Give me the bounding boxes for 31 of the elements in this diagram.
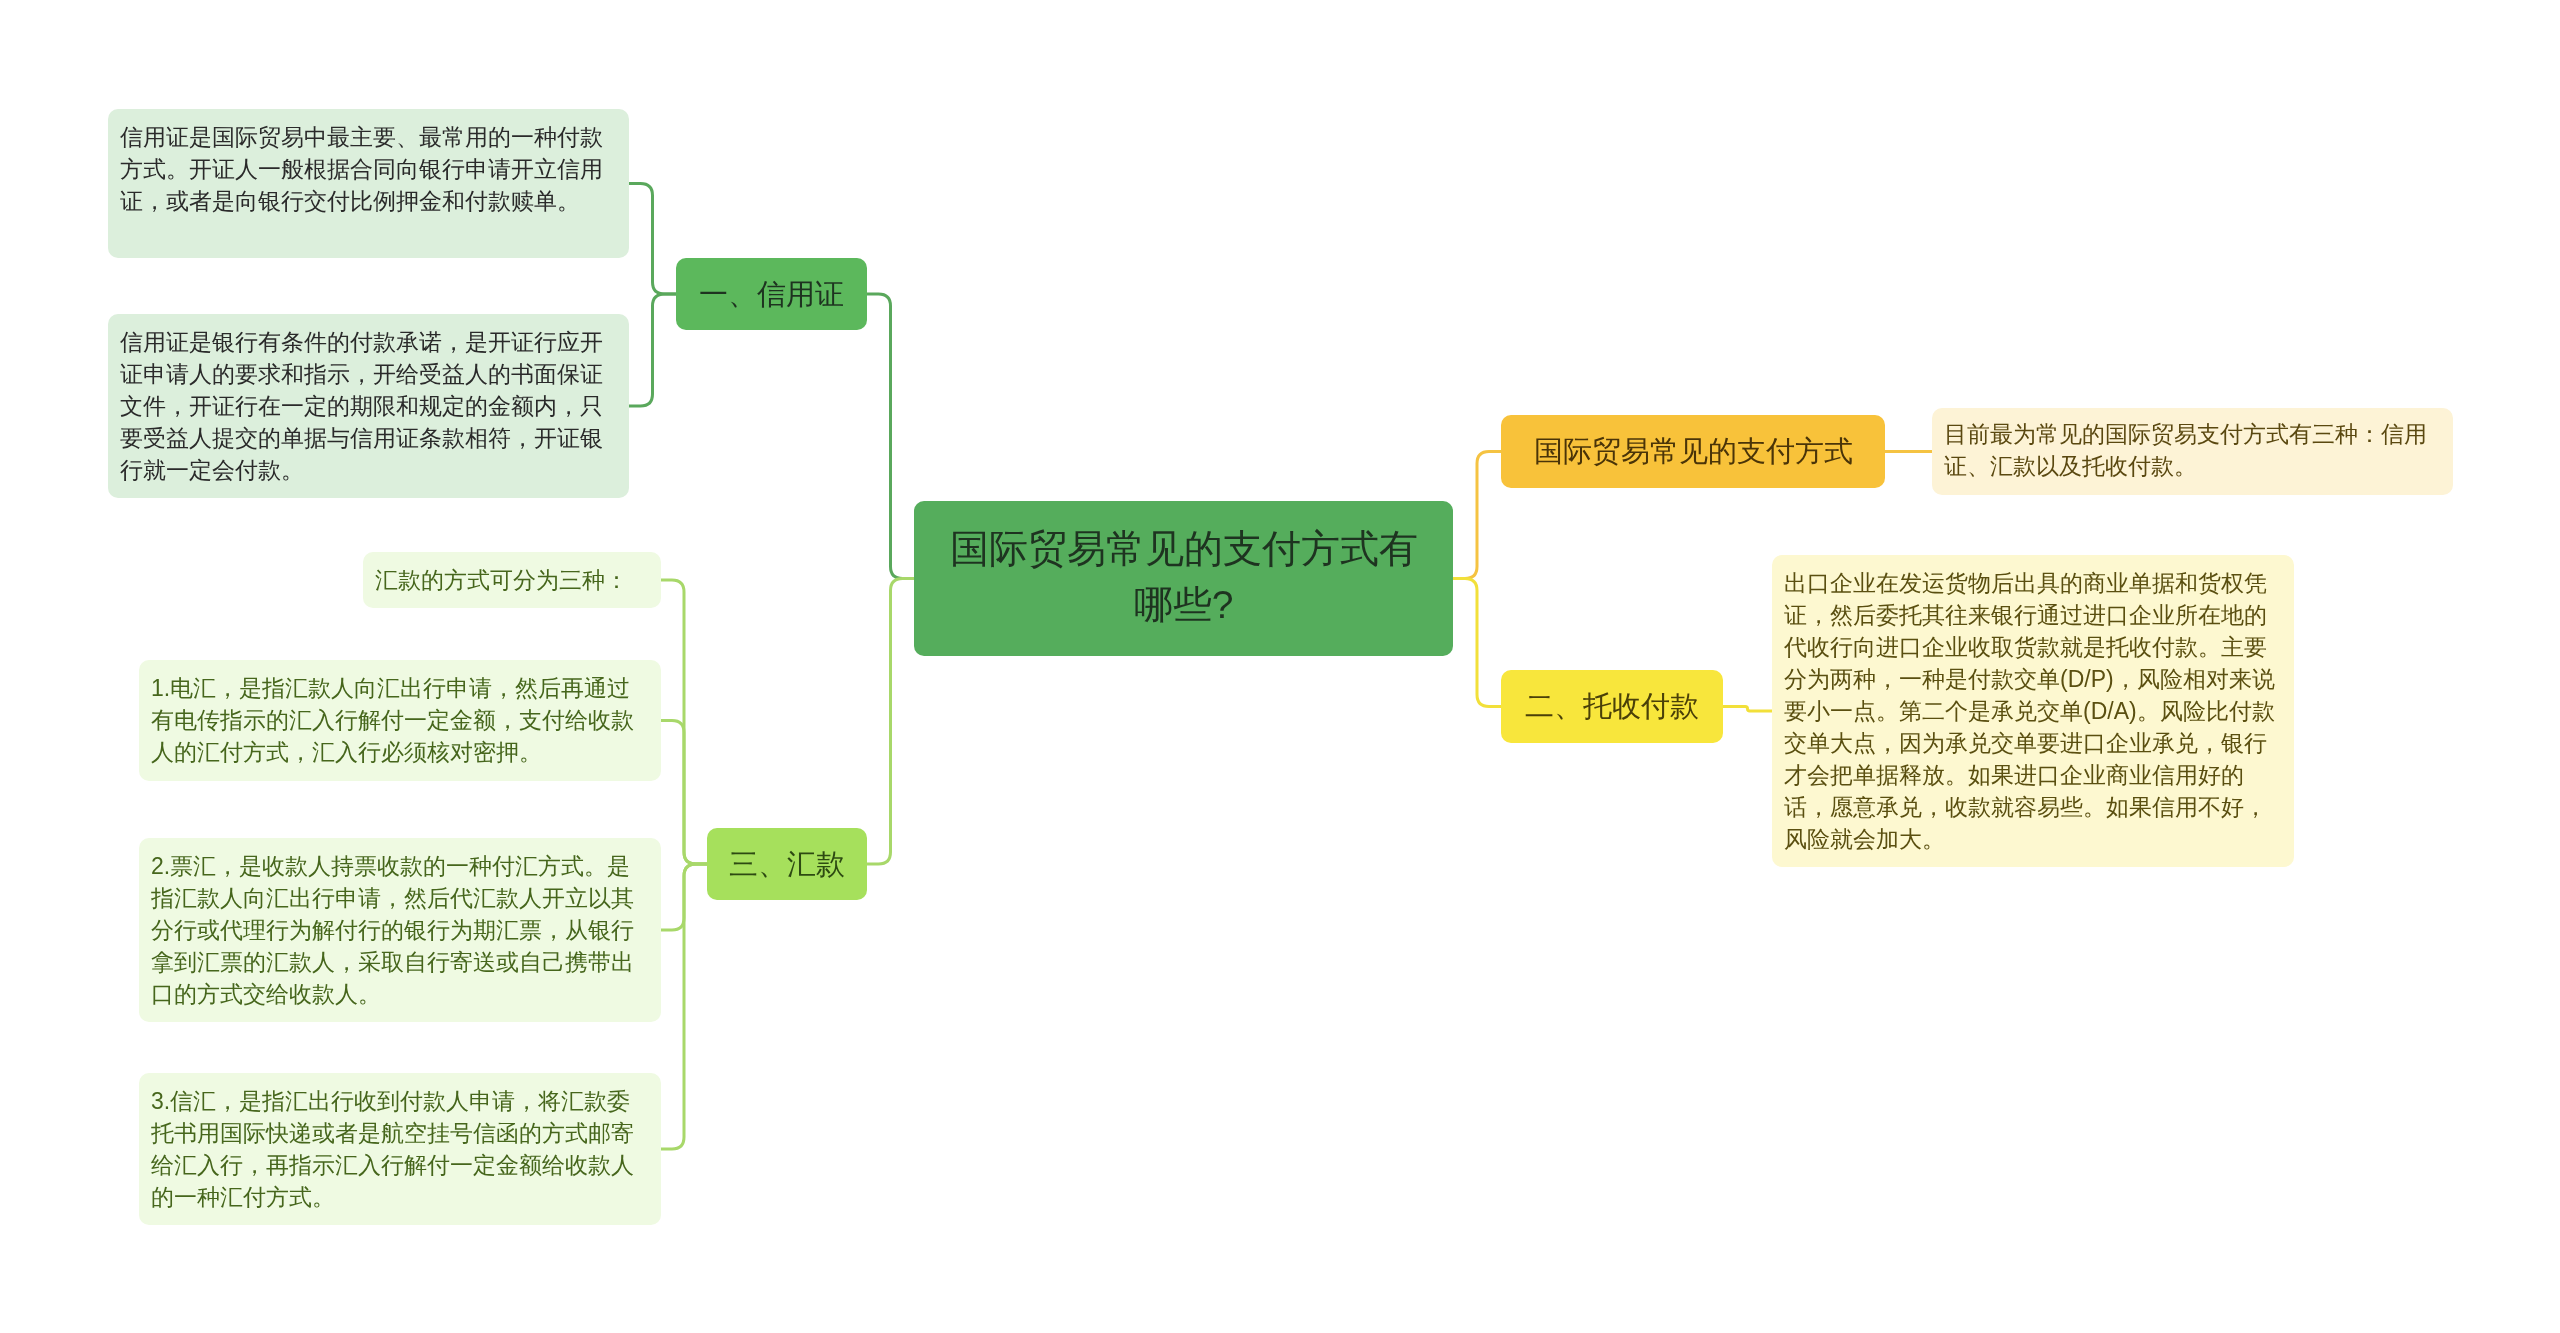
- node-text: 汇款的方式可分为三种：: [375, 566, 629, 595]
- node-text: 三、汇款: [728, 847, 846, 882]
- node-text: 目前最为常见的国际贸易支付方式有三种：信用证、汇款以及托收付款。: [1944, 420, 2428, 481]
- connector: [629, 292, 676, 408]
- note-box: [363, 552, 661, 608]
- node-text: 国际贸易常见的支付方式: [1532, 434, 1854, 469]
- branch-box: [707, 828, 867, 900]
- note-box: [1932, 408, 2453, 495]
- connector: [1453, 577, 1501, 708]
- note-box: [108, 109, 629, 258]
- branch-box: [1501, 415, 1885, 488]
- node-text: 信用证是国际贸易中最主要、最常用的一种付款方式。开证人一般根据合同向银行申请开立信用证，或者是向银行交付比例押金和付款赎单。: [120, 123, 604, 216]
- node-text: 信用证是银行有条件的付款承诺，是开证行应开证申请人的要求和指示，开给受益人的书面保证文件，开证行在一定的期限和规定的金额内，只要受益人提交的单据与信用证条款相符，开证银行就一定会付款。: [120, 328, 604, 485]
- node-text: 二、托收付款: [1524, 689, 1700, 724]
- connector: [661, 862, 707, 1151]
- note-box: [108, 314, 629, 498]
- connector: [1723, 705, 1772, 713]
- node-text: 3.信汇，是指汇出行收到付款人申请，将汇款委托书用国际快递或者是航空挂号信函的方式邮寄给汇入行，再指示汇入行解付一定金额给收款人的一种汇付方式。: [151, 1087, 635, 1212]
- node-text: 1.电汇，是指汇款人向汇出行申请，然后再通过有电传指示的汇入行解付一定金额，支付给收款人的汇付方式，汇入行必须核对密押。: [151, 674, 635, 767]
- connector: [1885, 450, 1932, 453]
- note-box: [139, 1073, 661, 1225]
- note-box: [139, 660, 661, 781]
- node-text: 国际贸易常见的支付方式有哪些?: [948, 526, 1419, 628]
- node-text: 2.票汇，是收款人持票收款的一种付汇方式。是指汇款人向汇出行申请，然后代汇款人开立以其分行或代理行为解付行的银行为期汇票，从银行拿到汇票的汇款人，采取自行寄送或自己携带出口的方式交给收款人。: [151, 852, 635, 1009]
- node-text: 一、信用证: [698, 277, 845, 312]
- branch-box: [676, 258, 867, 330]
- node-text: 出口企业在发运货物后出具的商业单据和货权凭证，然后委托其往来银行通过进口企业所在地的代收行向进口企业收取货款就是托收付款。主要分为两种，一种是付款交单(D/P)，风险相对来说要小一点。第二个是承兑交单(D/A)。风险比付款交单大点，因为承兑交单要进口企业承兑，银行才会把单据释放。如果进口企业商业信用好的话，愿意承兑，收款就容易些。如果信用不好，风险就会加大。: [1784, 569, 2276, 854]
- connector: [867, 577, 914, 866]
- branch-box: [1501, 670, 1723, 743]
- topic-box: [914, 501, 1453, 656]
- note-box: [139, 838, 661, 1022]
